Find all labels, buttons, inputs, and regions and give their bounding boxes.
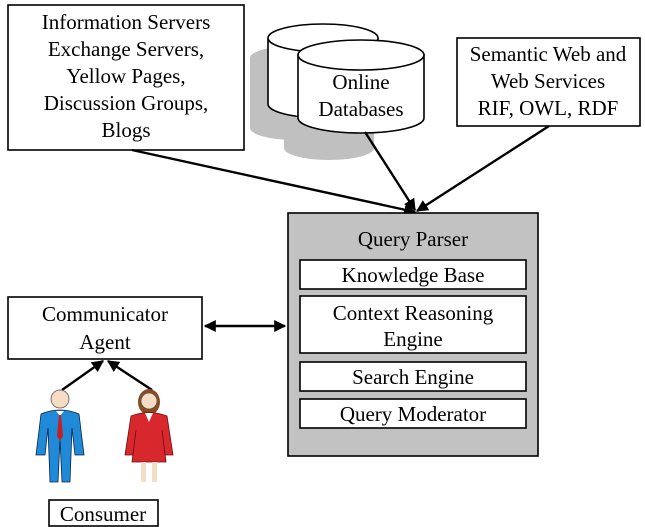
semantic-web-line-2: Web Services (491, 69, 605, 93)
semantic-web-line-1: Semantic Web and (470, 42, 627, 66)
cylinder-front-top (297, 39, 425, 71)
consumer-label: Consumer (60, 502, 146, 526)
info-servers-line-2: Exchange Servers, (48, 37, 204, 61)
consumer-box: Consumer (48, 499, 159, 527)
info-servers-line-4: Discussion Groups, (44, 91, 209, 115)
database-to-parser-arrow (363, 131, 417, 212)
knowledge-base-box (299, 259, 527, 290)
info-servers-line-1: Information Servers (42, 10, 211, 34)
female-person-icon (124, 389, 174, 482)
database-icon: Online Databases (250, 23, 425, 160)
query-parser-title: Query Parser (358, 227, 468, 251)
communicator-line-2: Agent (79, 330, 130, 354)
online-db-line-1: Online (332, 70, 389, 94)
information-servers-box: Information Servers Exchange Servers, Ye… (7, 4, 245, 151)
context-reasoning-line-2: Engine (383, 327, 442, 351)
communicator-line-1: Communicator (42, 302, 168, 326)
semantic-web-line-3: RIF, OWL, RDF (478, 96, 619, 120)
knowledge-base-label: Knowledge Base (342, 263, 485, 287)
info-servers-to-parser-arrow (131, 148, 417, 216)
context-reasoning-box (299, 295, 527, 354)
context-reasoning-line-1: Context Reasoning (333, 301, 494, 325)
male-to-communicator-arrow (61, 360, 104, 391)
query-parser-panel: Query Parser Knowledge Base Context Reas… (287, 212, 539, 457)
semantic-web-box: Semantic Web and Web Services RIF, OWL, … (456, 37, 641, 127)
male-person-icon (35, 389, 85, 483)
search-engine-box (299, 361, 527, 392)
query-moderator-box (299, 398, 527, 429)
online-db-line-2: Databases (318, 97, 403, 121)
search-engine-label: Search Engine (352, 365, 474, 389)
info-servers-line-5: Blogs (101, 118, 150, 142)
info-servers-line-3: Yellow Pages, (66, 64, 185, 88)
communicator-agent-box: Communicator Agent (7, 296, 203, 360)
semantic-web-to-parser-arrow (415, 124, 550, 213)
female-to-communicator-arrow (106, 359, 153, 392)
query-moderator-label: Query Moderator (340, 402, 486, 426)
